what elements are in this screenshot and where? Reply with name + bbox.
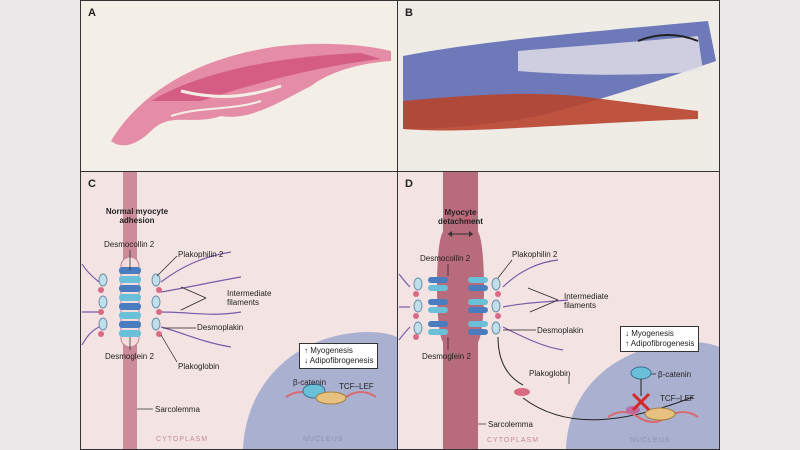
widened-sarcolemma [437,172,484,449]
label-beta-catenin: β-catenin [293,378,327,387]
intermediate-filaments [81,251,242,348]
tcf-lef-shape [644,407,676,421]
label-plakophilin: Plakophilin 2 [178,250,224,259]
plakoglobin-shape [514,388,530,396]
label-intermediate-filaments: Intermediate filaments [227,289,272,307]
label-desmoplakin: Desmoplakin [537,326,584,335]
outcome-box: ↓ Myogenesis ↑ Adipofibrogenesis [620,326,700,352]
panel-d-myocyte-detachment: D Myocyte detachment Desmocollin 2 Plako… [397,171,720,450]
label-tcf-lef: TCF–LEF [339,382,374,391]
label-intermediate-filaments: Intermediate filaments [564,292,609,310]
outcome-myogenesis: ↑ Myogenesis [304,346,353,355]
label-plakoglobin: Plakoglobin [529,369,571,378]
blocked-x-icon [631,392,651,412]
outcome-myogenesis: ↓ Myogenesis [625,329,674,338]
label-plakophilin: Plakophilin 2 [512,250,558,259]
panel-label-a: A [88,7,96,19]
desmosome-proteins [119,267,141,337]
panel-label-b: B [405,7,413,19]
label-nucleus: NUCLEUS [630,437,671,444]
panel-c-normal-adhesion: C Normal myocyte adhesion Desmocollin 2 … [80,171,398,450]
plakoglobin-nucleus-arrow [522,396,694,421]
label-nucleus: NUCLEUS [303,436,344,443]
desmosome-proteins [428,277,488,335]
title-normal-adhesion: Normal myocyte adhesion [105,207,169,225]
label-desmoglein: Desmoglein 2 [105,352,154,361]
he-stain-tissue-image [111,43,391,146]
panel-label-d: D [405,178,413,190]
outcome-adipofibrogenesis: ↓ Adipofibrogenesis [304,356,374,365]
label-sarcolemma: Sarcolemma [488,420,533,429]
label-plakoglobin: Plakoglobin [178,362,220,371]
label-desmoglein: Desmoglein 2 [422,352,471,361]
label-desmoplakin: Desmoplakin [197,323,244,332]
panel-a-histology: A [80,0,398,172]
beta-catenin-shape [630,366,652,380]
label-tcf-lef: TCF–LEF [660,394,695,403]
nucleus-shape [566,342,719,449]
label-desmocollin: Desmocollin 2 [420,254,471,263]
panel-label-c: C [88,178,96,190]
label-beta-catenin: β-catenin [658,370,692,379]
label-cytoplasm: CYTOPLASM [487,437,540,444]
panel-b-histology: B [397,0,720,172]
outcome-box: ↑ Myogenesis ↓ Adipofibrogenesis [299,343,379,369]
tcf-lef-shape [315,391,347,405]
label-desmocollin: Desmocollin 2 [104,240,155,249]
normal-desmosome-illustration [81,172,397,449]
outcome-adipofibrogenesis: ↑ Adipofibrogenesis [625,339,695,348]
detached-desmosome-illustration [398,172,719,449]
trichrome-stain-tissue-image [403,21,716,131]
label-cytoplasm: CYTOPLASM [156,436,209,443]
label-sarcolemma: Sarcolemma [155,405,200,414]
plakoglobin-translocation-arrow [497,336,524,386]
title-myocyte-detachment: Myocyte detachment [438,208,483,226]
